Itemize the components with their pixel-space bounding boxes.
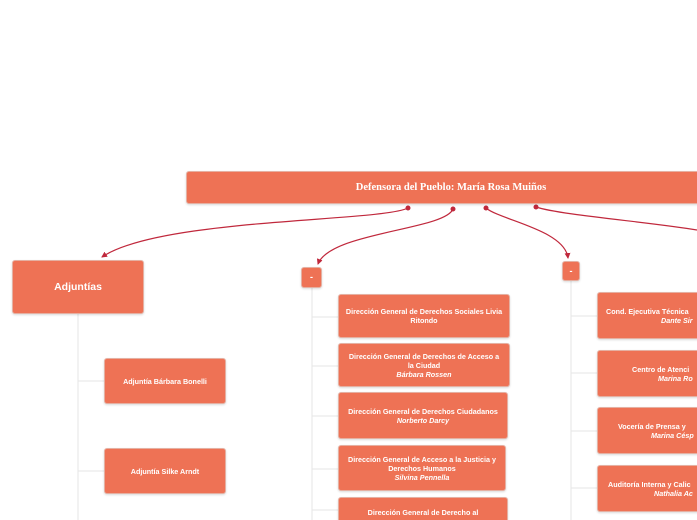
adjuntias-label: Adjuntías <box>54 280 102 293</box>
dg-acceso-justicia-node[interactable]: Dirección General de Acceso a la Justici… <box>338 445 506 491</box>
node-sublabel: Marina Ro <box>658 373 693 383</box>
dg-derechos-sociales-node[interactable]: Dirección General de Derechos Sociales L… <box>338 294 510 338</box>
node-label: Dirección General de Derechos Sociales L… <box>345 307 503 325</box>
node-sublabel: Norberto Darcy <box>396 415 450 425</box>
dg-derechos-ciudadanos-node[interactable]: Dirección General de Derechos Ciudadanos… <box>338 392 508 439</box>
group2-node[interactable]: - <box>301 267 322 288</box>
adjuntia-arndt-node[interactable]: Adjuntía Silke Arndt <box>104 448 226 494</box>
voceria-prensa-node[interactable]: Vocería de Prensa y Marina Césp <box>597 407 697 454</box>
cond-ejecutiva-node[interactable]: Cond. Ejecutiva Técnica Dante Sir <box>597 292 697 339</box>
group3-node[interactable]: - <box>562 261 580 281</box>
auditoria-interna-node[interactable]: Auditoría Interna y Calic Nathalia Ac <box>597 465 697 512</box>
node-label: Vocería de Prensa y <box>618 421 686 431</box>
node-sublabel: Dante Sir <box>661 315 693 325</box>
node-label: Dirección General de Derechos Ciudadanos <box>348 406 498 416</box>
adjuntias-node[interactable]: Adjuntías <box>12 260 144 314</box>
group3-label: - <box>569 265 573 276</box>
node-label: Cond. Ejecutiva Técnica <box>606 306 689 316</box>
dg-acceso-ciudad-node[interactable]: Dirección General de Derechos de Acceso … <box>338 343 510 387</box>
node-label: Adjuntía Bárbara Bonelli <box>123 376 207 386</box>
connector-adjuntias <box>101 207 409 258</box>
connector-group4 <box>535 206 697 231</box>
adjuntia-bonelli-node[interactable]: Adjuntía Bárbara Bonelli <box>104 358 226 404</box>
node-label: Adjuntía Silke Arndt <box>130 466 200 476</box>
dg-derecho-al-node[interactable]: Dirección General de Derecho al <box>338 497 508 520</box>
root-node[interactable]: Defensora del Pueblo: María Rosa Muiños <box>186 171 697 204</box>
node-sublabel: Marina Césp <box>651 430 694 440</box>
connector-group3 <box>485 207 571 259</box>
centro-atencion-node[interactable]: Centro de Atenci Marina Ro <box>597 350 697 397</box>
connector-group2 <box>316 208 454 265</box>
node-label: Centro de Atenci <box>632 364 690 374</box>
node-sublabel: Nathalia Ac <box>654 488 693 498</box>
group2-label: - <box>310 272 313 282</box>
node-sublabel: Silvina Pennella <box>394 472 450 482</box>
root-label: Defensora del Pueblo: María Rosa Muiños <box>355 181 547 193</box>
node-label: Dirección General de Derechos de Acceso … <box>348 351 500 370</box>
node-sublabel: Bárbara Rossen <box>396 369 452 379</box>
node-label: Auditoría Interna y Calic <box>608 479 691 489</box>
node-label: Dirección General de Derecho al <box>367 508 479 517</box>
node-label: Dirección General de Acceso a la Justici… <box>348 454 496 473</box>
